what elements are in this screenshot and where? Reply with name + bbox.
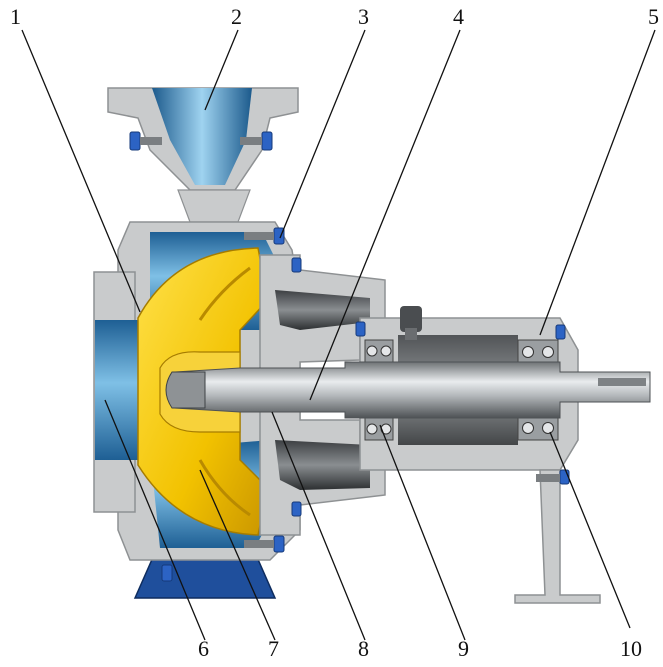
bolt-shank <box>244 540 274 548</box>
support-foot <box>514 469 601 604</box>
oil-plug <box>400 306 422 332</box>
seal-chamber-top <box>275 290 370 330</box>
oil-plug-stem <box>405 328 417 340</box>
callout-label-1: 1 <box>10 4 21 29</box>
callout-label-6: 6 <box>198 636 209 661</box>
bolt-icon <box>355 321 366 337</box>
leader-line-4 <box>309 29 461 401</box>
callout-label-5: 5 <box>648 4 659 29</box>
callout-label-8: 8 <box>358 636 369 661</box>
bolt-icon <box>161 564 173 582</box>
leader-line-9 <box>379 424 466 641</box>
leader-line-1 <box>21 29 141 313</box>
leader-line-7 <box>199 469 276 641</box>
bolt-icon <box>273 535 285 553</box>
callout-label-4: 4 <box>453 4 464 29</box>
callout-label-2: 2 <box>231 4 242 29</box>
bolt-icon <box>555 324 566 340</box>
bolt-shank <box>140 137 162 145</box>
leader-line-5 <box>539 29 656 336</box>
bearing-right <box>517 339 559 441</box>
impeller-vane-bottom <box>198 459 251 517</box>
bolt-shank <box>240 137 262 145</box>
seal-chamber-bottom <box>275 440 370 490</box>
pump-shaft <box>174 361 651 419</box>
bolt-shank <box>244 232 274 240</box>
callout-label-9: 9 <box>458 636 469 661</box>
leader-line-10 <box>549 431 631 629</box>
impeller-nut <box>165 371 206 409</box>
bolt-icon <box>129 131 141 151</box>
bolt-icon <box>559 469 570 485</box>
impeller-vane-top <box>198 266 251 321</box>
bolt-icon <box>261 131 273 151</box>
bolt-icon <box>291 257 302 273</box>
leader-line-6 <box>104 399 206 641</box>
callout-label-3: 3 <box>358 4 369 29</box>
shaft-keyway <box>598 378 646 386</box>
leader-line-8 <box>271 411 366 641</box>
leader-line-2 <box>204 29 239 111</box>
bolt-icon <box>291 501 302 517</box>
discharge-opening <box>152 88 252 185</box>
callout-label-7: 7 <box>268 636 279 661</box>
volute-neck <box>177 189 251 223</box>
leader-line-3 <box>279 29 366 239</box>
callout-label-10: 10 <box>620 636 642 661</box>
bolt-shank <box>536 474 560 482</box>
